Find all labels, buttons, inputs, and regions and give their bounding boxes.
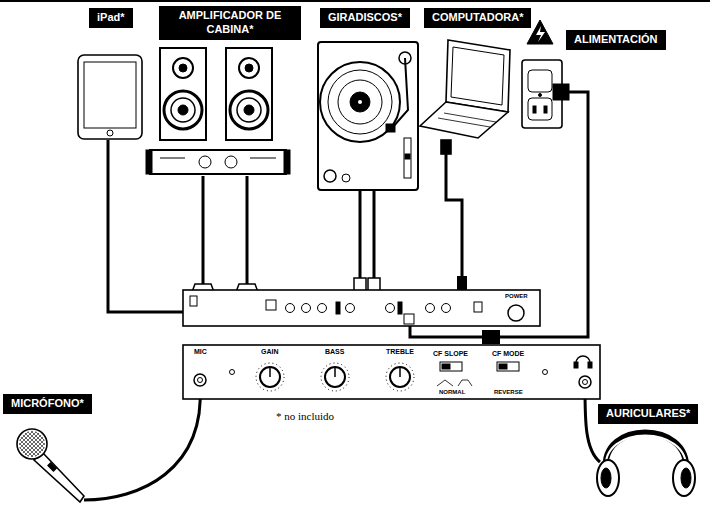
mixer-rear-panel xyxy=(183,290,540,326)
panel-label: CF SLOPE xyxy=(433,350,468,358)
device-label: iPad* xyxy=(89,8,133,28)
panel-label: REVERSE xyxy=(494,389,523,396)
device-label: MICRÓFONO* xyxy=(3,394,92,414)
device-label: GIRADISCOS* xyxy=(320,8,410,28)
turntable xyxy=(318,42,418,190)
headphones xyxy=(597,433,695,497)
speakers xyxy=(160,48,272,140)
device-label-text: COMPUTADORA* xyxy=(432,11,523,25)
device-label: ALIMENTACIÓN xyxy=(566,30,666,50)
panel-label: CF MODE xyxy=(492,350,524,358)
laptop xyxy=(420,40,510,154)
power-outlet xyxy=(522,20,569,128)
device-label-text: MICRÓFONO* xyxy=(11,397,84,411)
panel-label: BASS xyxy=(325,348,344,356)
device-label: COMPUTADORA* xyxy=(424,8,531,28)
top-rule xyxy=(0,0,710,2)
panel-label: TREBLE xyxy=(386,348,414,356)
device-label-text: GIRADISCOS* xyxy=(328,11,402,25)
power-adapter xyxy=(482,330,500,344)
note-text: * no incluido xyxy=(276,410,334,422)
device-label-text: ALIMENTACIÓN xyxy=(574,33,658,47)
mixer-front-panel xyxy=(183,345,600,399)
panel-label: NORMAL xyxy=(439,389,465,396)
device-label-text: iPad* xyxy=(97,11,125,25)
power-amplifier xyxy=(146,150,290,174)
device-label-text: AURICULARES* xyxy=(606,407,690,421)
device-label: AURICULARES* xyxy=(598,404,698,424)
panel-label: MIC xyxy=(194,348,207,356)
microphone xyxy=(17,429,84,502)
device-label: AMPLIFICADOR DE CABINA* xyxy=(159,6,301,40)
panel-label: GAIN xyxy=(261,348,279,356)
ipad xyxy=(78,55,142,139)
device-label-text: AMPLIFICADOR DE CABINA* xyxy=(167,9,293,37)
panel-label: POWER xyxy=(505,293,528,300)
